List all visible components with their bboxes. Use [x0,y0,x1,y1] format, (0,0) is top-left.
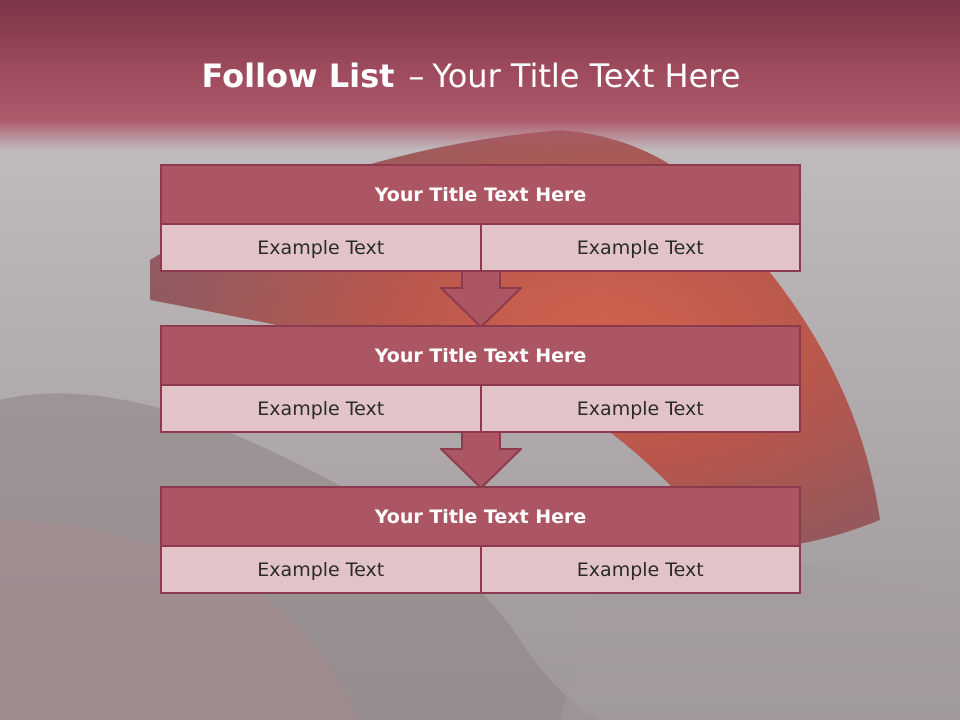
step-row: Example Text Example Text [162,386,799,431]
step-cell-left: Example Text [257,236,385,259]
slide-title-rest: Your Title Text Here [432,57,741,95]
step-cell-right: Example Text [479,547,800,592]
step-cell-left: Example Text [257,397,385,420]
step-row: Example Text Example Text [162,547,799,592]
step-cell-left: Example Text [257,558,385,581]
title-band [0,0,960,150]
down-arrow-icon [440,270,522,328]
slide-title-dash: – [408,57,425,95]
step-title: Your Title Text Here [162,327,799,386]
step-title: Your Title Text Here [162,166,799,225]
step-block-2: Your Title Text Here Example Text Exampl… [160,325,801,433]
slide-title-bold: Follow List [201,57,395,95]
step-block-1: Your Title Text Here Example Text Exampl… [160,164,801,272]
step-cell-right: Example Text [479,225,800,270]
down-arrow-icon [440,431,522,489]
step-block-3: Your Title Text Here Example Text Exampl… [160,486,801,594]
step-row: Example Text Example Text [162,225,799,270]
step-title: Your Title Text Here [162,488,799,547]
step-cell-right: Example Text [479,386,800,431]
slide-title: Follow List–Your Title Text Here [0,52,942,100]
